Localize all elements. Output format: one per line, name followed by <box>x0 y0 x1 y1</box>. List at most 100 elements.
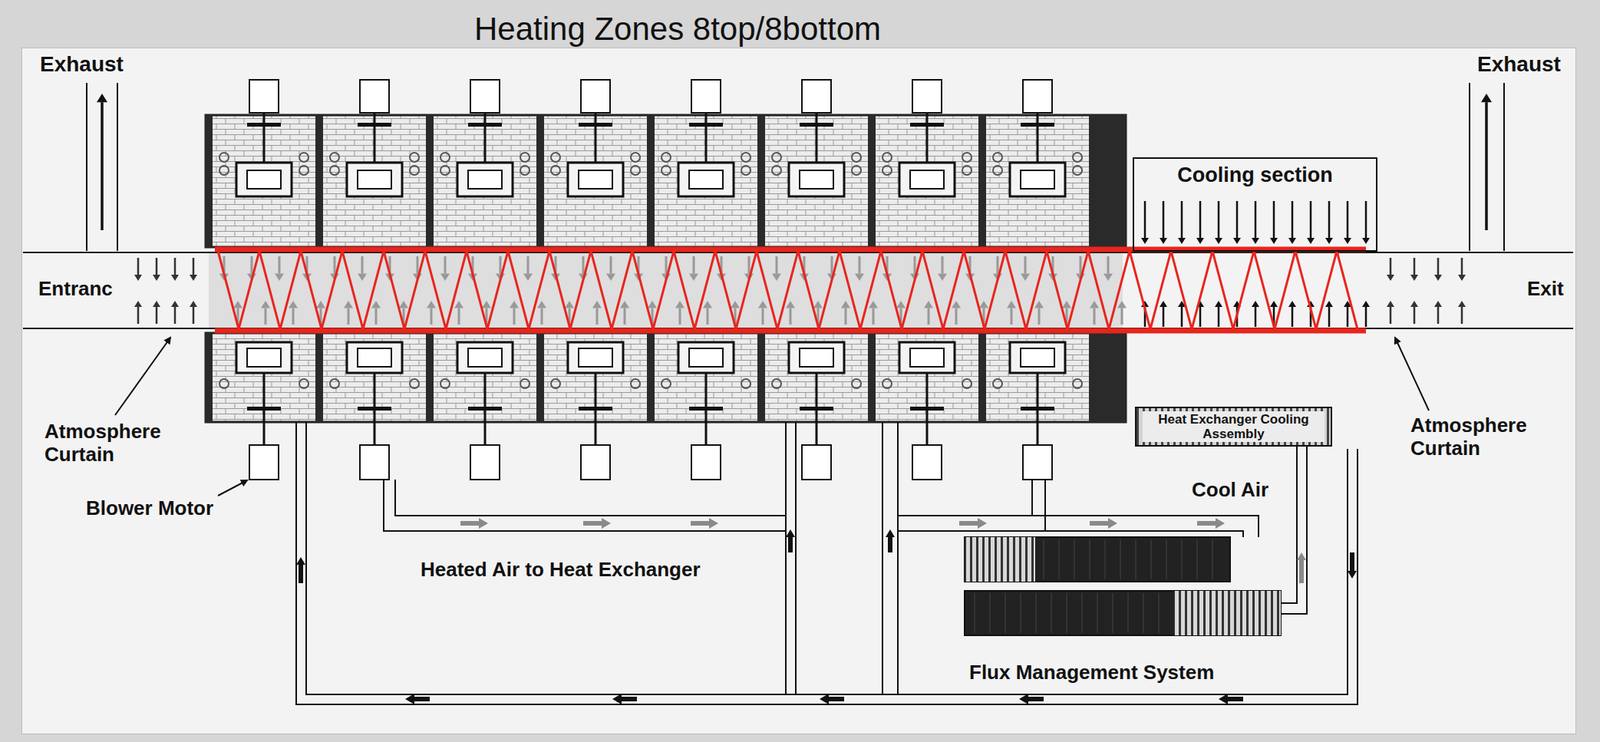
flow-arrow-head <box>1288 300 1297 307</box>
flow-arrow-head <box>481 300 492 309</box>
zone-divider <box>646 333 655 423</box>
flow-arrow <box>1461 306 1464 324</box>
flow-arrow-head <box>923 300 934 309</box>
heater-core <box>578 170 613 189</box>
flow-arrow-head <box>152 274 161 281</box>
zone-divider <box>204 333 213 423</box>
fan-symbol <box>630 152 640 162</box>
flux-fin <box>1135 539 1137 580</box>
heater-element <box>899 342 955 373</box>
flow-arrow-head <box>1306 237 1315 245</box>
flow-arrow <box>1162 306 1165 327</box>
flow-arrow-head <box>357 273 367 281</box>
heater-core <box>1020 170 1055 189</box>
heater-core <box>910 170 944 189</box>
duct-flow-arrow <box>1089 517 1118 529</box>
flow-arrow-head <box>771 273 782 281</box>
flow-arrow-head <box>1325 300 1333 307</box>
flow-arrow-head <box>951 300 961 309</box>
flow-arrow <box>679 308 682 325</box>
zone-divider <box>425 333 434 423</box>
flow-arrow-head <box>1159 300 1168 307</box>
flow-arrow <box>1291 201 1294 238</box>
flow-arrow-head <box>1434 274 1442 281</box>
shaft-bar <box>247 122 281 127</box>
heater-element <box>1009 162 1066 197</box>
end-wall <box>1092 115 1126 248</box>
flux-unit-filter <box>1174 590 1281 636</box>
flow-arrow-head <box>1386 274 1395 281</box>
flux-unit <box>964 537 1231 582</box>
air-duct <box>882 422 898 695</box>
flux-fin <box>1105 539 1106 580</box>
flow-arrow-head <box>1325 237 1333 245</box>
blower-motor <box>691 445 721 480</box>
flow-arrow <box>416 256 419 274</box>
flow-arrow <box>831 256 834 274</box>
heat-exchanger-box: Heat Exchanger Cooling Assembly <box>1134 406 1333 447</box>
flow-arrow <box>174 257 177 275</box>
air-duct <box>785 422 796 695</box>
flow-arrow <box>858 256 862 274</box>
flow-arrow-head <box>647 300 657 309</box>
fan-symbol <box>219 165 229 175</box>
flux-fin <box>1143 593 1145 634</box>
flow-arrow-head <box>399 300 409 309</box>
flux-fin <box>989 593 991 634</box>
flow-arrow-head <box>785 300 796 309</box>
flow-arrow-head <box>675 300 685 309</box>
flow-arrow-head <box>134 274 142 281</box>
shaft-bar <box>357 406 392 411</box>
flux-fin <box>1089 539 1091 580</box>
blower-motor <box>912 79 942 113</box>
flow-arrow-head <box>189 274 198 281</box>
flow-arrow-head <box>854 273 865 281</box>
flow-arrow <box>333 256 337 274</box>
flow-arrow-head <box>1362 300 1370 307</box>
flux-fin <box>1066 593 1068 634</box>
flow-arrow <box>375 308 378 325</box>
flow-arrow-head <box>1196 237 1205 245</box>
duct-flow-arrow <box>885 529 895 553</box>
zone-divider <box>978 115 987 248</box>
flow-arrow <box>1484 102 1488 231</box>
flow-arrow <box>927 308 931 325</box>
blower-shaft <box>594 112 598 163</box>
flux-fin <box>1181 539 1183 580</box>
flux-fin <box>1158 593 1160 634</box>
blower-shaft <box>926 112 929 163</box>
flow-arrow-head <box>1410 274 1419 281</box>
flow-arrow <box>1346 201 1350 238</box>
flow-arrow <box>1093 308 1096 325</box>
flux-unit <box>964 590 1281 636</box>
flux-fin <box>1035 593 1037 634</box>
flow-arrow <box>996 256 1000 274</box>
blower-motor <box>912 445 942 480</box>
flow-arrow-head <box>440 273 450 281</box>
flow-arrow-head <box>1214 300 1223 307</box>
fan-symbol <box>741 152 751 162</box>
flow-arrow-head <box>509 300 519 309</box>
exhaust-stack <box>1469 82 1505 251</box>
shaft-bar <box>799 406 834 411</box>
fan-symbol <box>550 165 561 175</box>
fan-symbol <box>741 165 751 175</box>
flow-arrow-head <box>152 300 161 307</box>
fan-symbol <box>440 379 450 389</box>
flow-arrow <box>1181 201 1184 238</box>
heater-element <box>1009 342 1066 373</box>
flux-fin <box>1082 593 1083 634</box>
fan-symbol <box>440 165 450 175</box>
flow-arrow <box>292 308 295 325</box>
fan-symbol <box>962 152 972 162</box>
flow-arrow <box>527 256 530 274</box>
flow-arrow <box>706 308 710 325</box>
zone-divider <box>536 333 545 423</box>
flow-arrow <box>1346 306 1350 327</box>
duct-flow-arrow <box>612 693 637 705</box>
flux-fin <box>1112 593 1114 634</box>
flow-arrow <box>872 308 875 325</box>
heater-element <box>567 162 624 197</box>
flow-arrow <box>610 256 613 274</box>
